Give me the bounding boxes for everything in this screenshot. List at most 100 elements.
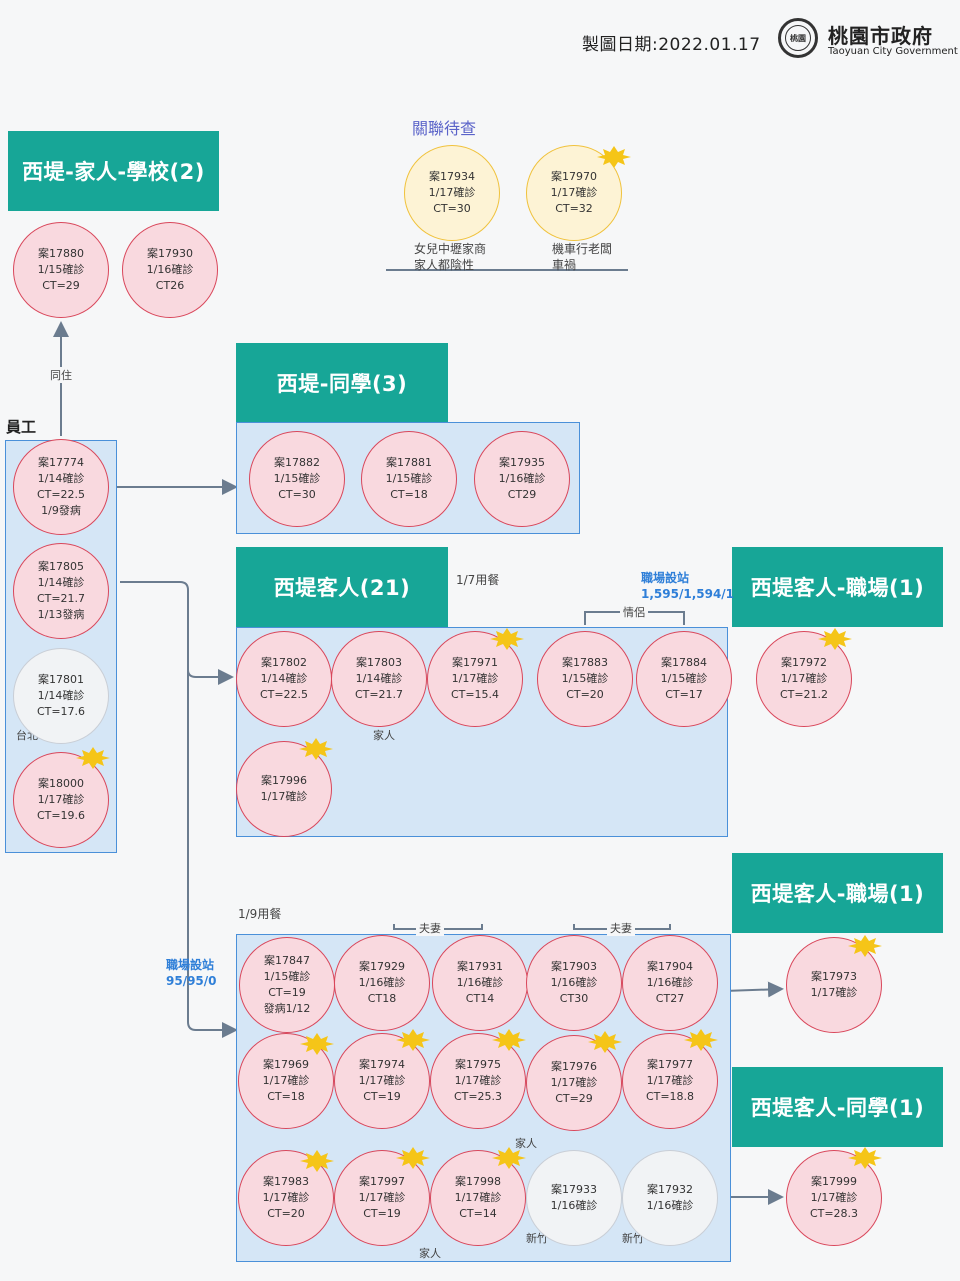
tag-guests: 西堤客人(21) <box>236 547 448 627</box>
case-id: 案17805 <box>38 560 84 573</box>
case-node[interactable]: 案17935 1/16確診 CT29 <box>474 431 570 527</box>
star-burst-icon <box>299 738 333 760</box>
pending-note: 機車行老闆 車禍 <box>552 241 612 273</box>
star-burst-icon <box>492 1147 526 1169</box>
case-node[interactable]: 案17805 1/14確診 CT=21.7 1/13發病 <box>13 543 109 639</box>
star-burst-icon <box>396 1029 430 1051</box>
star-burst-icon <box>597 146 631 168</box>
case-id: 案17883 <box>562 656 608 669</box>
case-id: 案17974 <box>359 1058 405 1071</box>
screening-numbers: 1,595/1,594/1 <box>641 587 735 601</box>
case-node[interactable]: 案17998 1/17確診 CT=14 <box>430 1150 526 1246</box>
hsinchu-label: 新竹 <box>526 1232 548 1245</box>
case-id: 案17999 <box>811 1175 857 1188</box>
case-ct: CT=20 <box>566 688 604 701</box>
case-date: 1/16確診 <box>550 1199 598 1212</box>
case-onset: 1/13發病 <box>37 608 85 621</box>
screening-numbers: 95/95/0 <box>166 974 217 988</box>
case-node[interactable]: 案17882 1/15確診 CT=30 <box>249 431 345 527</box>
taoyuan-seal-icon: 桃園 <box>778 18 818 58</box>
case-node[interactable]: 案17774 1/14確診 CT=22.5 1/9發病 <box>13 439 109 535</box>
case-ct: CT=14 <box>459 1207 497 1220</box>
tag-family-school: 西堤-家人-學校(2) <box>8 131 219 211</box>
case-ct: CT=30 <box>278 488 316 501</box>
case-id: 案17972 <box>781 656 827 669</box>
case-id: 案18000 <box>38 777 84 790</box>
case-id: 案17983 <box>263 1175 309 1188</box>
case-ct: CT=18 <box>390 488 428 501</box>
note-line: 家人都陰性 <box>414 258 475 272</box>
case-node[interactable]: 案17934 1/17確診 CT=30 <box>404 145 500 241</box>
case-onset: 1/9發病 <box>41 504 81 517</box>
case-node[interactable]: 案17802 1/14確診 CT=22.5 <box>236 631 332 727</box>
case-node[interactable]: 案17847 1/15確診 CT=19 發病1/12 <box>239 937 335 1033</box>
case-date: 1/14確診 <box>260 672 308 685</box>
case-id: 案17977 <box>647 1058 693 1071</box>
case-node[interactable]: 案17930 1/16確診 CT26 <box>122 222 218 318</box>
case-node[interactable]: 案17969 1/17確診 CT=18 <box>238 1033 334 1129</box>
case-ct: CT=21.2 <box>779 688 829 701</box>
case-node[interactable]: 案17883 1/15確診 CT=20 <box>537 631 633 727</box>
case-node[interactable]: 案17931 1/16確診 CT14 <box>432 935 528 1031</box>
case-date: 1/17確診 <box>550 186 598 199</box>
case-node[interactable]: 案17904 1/16確診 CT27 <box>622 935 718 1031</box>
case-id: 案17935 <box>499 456 545 469</box>
case-node[interactable]: 案17929 1/16確診 CT18 <box>334 935 430 1031</box>
pending-title: 關聯待查 <box>412 119 477 138</box>
case-date: 1/15確診 <box>263 970 311 983</box>
case-id: 案17975 <box>455 1058 501 1071</box>
case-date: 1/15確診 <box>37 263 85 276</box>
case-date: 1/17確診 <box>810 1191 858 1204</box>
case-date: 1/14確診 <box>37 472 85 485</box>
case-date: 1/17確診 <box>260 790 308 803</box>
case-ct: CT=19 <box>363 1207 401 1220</box>
star-burst-icon <box>300 1033 334 1055</box>
case-ct: CT=29 <box>555 1092 593 1105</box>
case-node[interactable]: 案17880 1/15確診 CT=29 <box>13 222 109 318</box>
star-burst-icon <box>490 628 524 650</box>
case-ct: CT26 <box>155 279 185 292</box>
case-ct: CT=15.4 <box>450 688 500 701</box>
star-burst-icon <box>492 1029 526 1051</box>
case-id: 案17998 <box>455 1175 501 1188</box>
spouse-label: 夫妻 <box>607 920 635 936</box>
case-id: 案17971 <box>452 656 498 669</box>
case-date: 1/15確診 <box>561 672 609 685</box>
case-ct: CT=17 <box>665 688 703 701</box>
hsinchu-label: 新竹 <box>622 1232 644 1245</box>
case-date: 1/16確診 <box>456 976 504 989</box>
case-node[interactable]: 案17801 1/14確診 CT=17.6 <box>13 648 109 744</box>
star-burst-icon <box>848 935 882 957</box>
case-node[interactable]: 案17977 1/17確診 CT=18.8 <box>622 1033 718 1129</box>
case-node[interactable]: 案17881 1/15確診 CT=18 <box>361 431 457 527</box>
star-burst-icon <box>588 1031 622 1053</box>
case-id: 案17931 <box>457 960 503 973</box>
case-node[interactable]: 案17903 1/16確診 CT30 <box>526 935 622 1031</box>
case-id: 案17933 <box>551 1183 597 1196</box>
family-label: 家人 <box>370 727 398 743</box>
case-node[interactable]: 案17933 1/16確診 <box>526 1150 622 1246</box>
case-node[interactable]: 案17932 1/16確診 <box>622 1150 718 1246</box>
case-date: 1/17確診 <box>262 1074 310 1087</box>
case-date: 1/16確診 <box>498 472 546 485</box>
star-burst-icon <box>396 1147 430 1169</box>
org-name-cn: 桃園市政府 <box>828 24 933 48</box>
case-id: 案17801 <box>38 673 84 686</box>
pending-note: 女兒中壢家商 家人都陰性 <box>414 241 486 273</box>
map-date: 製圖日期:2022.01.17 <box>582 35 761 55</box>
case-node[interactable]: 案17971 1/17確診 CT=15.4 <box>427 631 523 727</box>
case-id: 案17882 <box>274 456 320 469</box>
seal-text: 桃園 <box>785 25 811 51</box>
star-burst-icon <box>818 628 852 650</box>
case-id: 案17880 <box>38 247 84 260</box>
case-date: 1/16確診 <box>550 976 598 989</box>
case-date: 1/17確診 <box>358 1191 406 1204</box>
case-date: 1/17確診 <box>451 672 499 685</box>
case-id: 案17929 <box>359 960 405 973</box>
case-node[interactable]: 案17803 1/14確診 CT=21.7 <box>331 631 427 727</box>
case-node[interactable]: 案17884 1/15確診 CT=17 <box>636 631 732 727</box>
case-ct: CT=18.8 <box>645 1090 695 1103</box>
screening-site-label: 職場設站 1,595/1,594/1 <box>641 570 734 602</box>
case-ct: CT=21.7 <box>354 688 404 701</box>
case-ct: CT=28.3 <box>809 1207 859 1220</box>
